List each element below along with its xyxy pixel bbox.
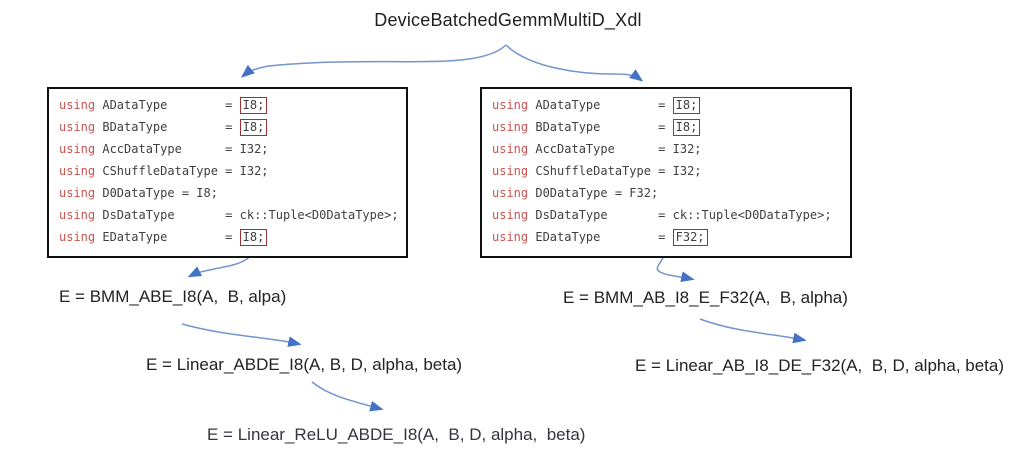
code-line: using CShuffleDataType = I32; (59, 160, 406, 182)
highlighted-type-value: I8; (672, 97, 701, 114)
code-text: AccDataType = I32; (95, 142, 269, 156)
function-label-linear-relu-abde-i8: E = Linear_ReLU_ABDE_I8(A, B, D, alpha, … (207, 425, 586, 444)
using-keyword: using (59, 208, 96, 222)
highlighted-type-value: I8; (672, 119, 701, 136)
code-line: using AccDataType = I32; (59, 138, 406, 160)
function-label-linear-abde-i8: E = Linear_ABDE_I8(A, B, D, alpha, beta) (146, 355, 463, 374)
code-line: using ADataType = I8; (492, 94, 850, 116)
code-line: using BDataType = I8; (59, 116, 406, 138)
code-line: using DsDataType = ck::Tuple<D0DataType>… (59, 204, 406, 226)
function-label-bmm-abe-i8: E = BMM_ABE_I8(A, B, alpa) (59, 287, 287, 306)
code-line: using EDataType = F32; (492, 226, 850, 248)
using-keyword: using (492, 186, 529, 200)
code-text: ADataType = (95, 98, 240, 112)
highlighted-type-value: I8; (239, 229, 268, 246)
arrow-bmm-to-linear-right (699, 318, 807, 344)
code-line: using CShuffleDataType = I32; (492, 160, 850, 182)
using-keyword: using (59, 230, 96, 244)
code-line: using EDataType = I8; (59, 226, 406, 248)
using-keyword: using (492, 208, 529, 222)
using-keyword: using (59, 120, 96, 134)
code-line: using BDataType = I8; (492, 116, 850, 138)
code-line: using ADataType = I8; (59, 94, 406, 116)
function-label-bmm-ab-i8-e-f32: E = BMM_AB_I8_E_F32(A, B, alpha) (563, 288, 848, 307)
using-keyword: using (492, 230, 529, 244)
using-keyword: using (492, 98, 529, 112)
arrow-title-to-left-box (240, 44, 507, 78)
arrow-linear-to-relu (311, 381, 384, 412)
code-line: using DsDataType = ck::Tuple<D0DataType>… (492, 204, 850, 226)
using-keyword: using (492, 164, 529, 178)
code-text: EDataType = (528, 230, 673, 244)
using-keyword: using (492, 142, 529, 156)
using-keyword: using (492, 120, 529, 134)
code-box-right: using ADataType = I8;using BDataType = I… (480, 87, 852, 258)
code-text: DsDataType = ck::Tuple<D0DataType>; (95, 208, 399, 222)
highlighted-type-value: F32; (672, 229, 708, 246)
highlighted-type-value: I8; (239, 119, 268, 136)
code-text: AccDataType = I32; (528, 142, 702, 156)
diagram-title: DeviceBatchedGemmMultiD_Xdl (374, 10, 642, 30)
code-text: EDataType = (95, 230, 240, 244)
code-box-left: using ADataType = I8;using BDataType = I… (47, 87, 408, 258)
code-line: using D0DataType = F32; (492, 182, 850, 204)
code-line: using AccDataType = I32; (492, 138, 850, 160)
code-text: BDataType = (528, 120, 673, 134)
code-text: D0DataType = F32; (528, 186, 659, 200)
code-text: CShuffleDataType = I32; (95, 164, 269, 178)
using-keyword: using (59, 98, 96, 112)
code-text: D0DataType = I8; (95, 186, 218, 200)
function-label-linear-ab-i8-de-f32: E = Linear_AB_I8_DE_F32(A, B, D, alpha, … (635, 356, 1005, 375)
code-text: ADataType = (528, 98, 673, 112)
code-text: BDataType = (95, 120, 240, 134)
arrow-bmm-to-linear-left (181, 323, 302, 347)
code-line: using D0DataType = I8; (59, 182, 406, 204)
arrow-title-to-right-box (505, 44, 644, 82)
using-keyword: using (59, 164, 96, 178)
highlighted-type-value: I8; (239, 97, 268, 114)
code-text: DsDataType = ck::Tuple<D0DataType>; (528, 208, 832, 222)
using-keyword: using (59, 186, 96, 200)
code-text: CShuffleDataType = I32; (528, 164, 702, 178)
using-keyword: using (59, 142, 96, 156)
